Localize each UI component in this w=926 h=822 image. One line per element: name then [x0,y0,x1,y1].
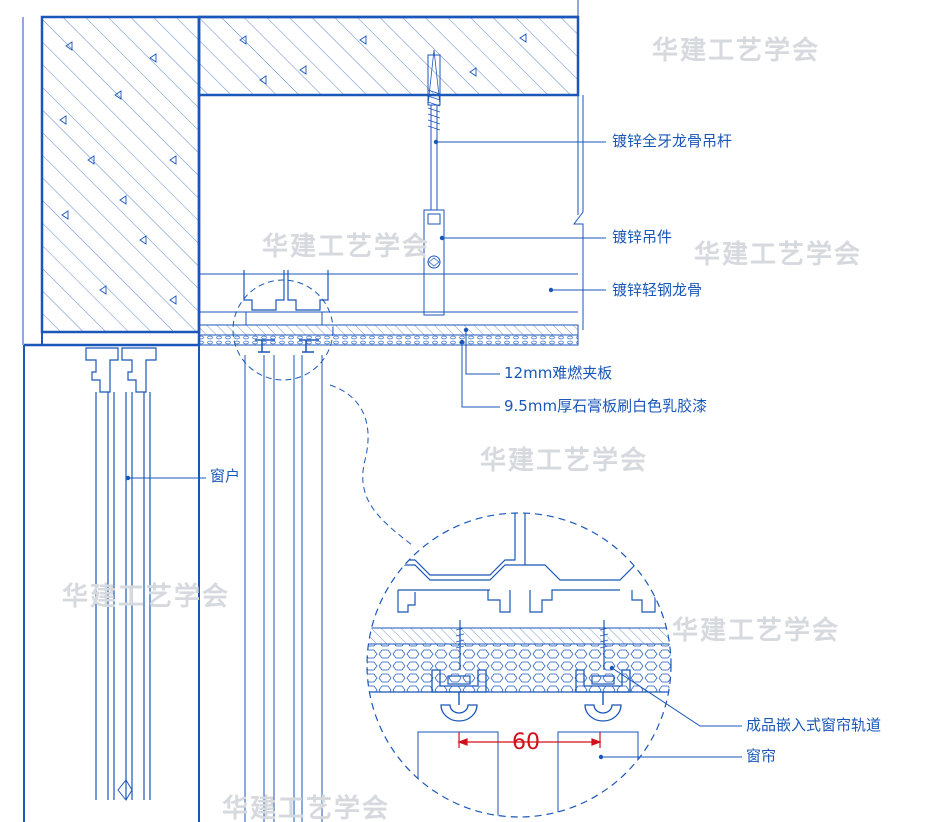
watermark: 华建工艺学会 [222,794,391,822]
leader-lines [125,139,742,760]
window-frame [23,345,200,822]
watermark: 华建工艺学会 [672,616,841,646]
label-gypsum-board: 9.5mm厚石膏板刷白色乳胶漆 [504,397,708,415]
concrete-slab [197,0,580,215]
light-keel [199,273,578,313]
label-curtain-track: 成品嵌入式窗帘轨道 [746,716,882,734]
watermark: 华建工艺学会 [480,446,649,476]
label-hanger-rod: 镀锌全牙龙骨吊杆 [612,132,733,150]
watermark: 华建工艺学会 [694,240,863,270]
label-light-keel: 镀锌轻钢龙骨 [612,281,703,299]
ceiling-boards [198,324,579,346]
hanger-rod [427,49,441,210]
detail-circle [366,512,672,818]
watermark: 华建工艺学会 [62,582,231,612]
curtain-panels [244,355,323,822]
label-window: 窗户 [210,467,241,485]
concrete-column [22,15,201,347]
watermark: 华建工艺学会 [262,232,431,262]
label-fire-board: 12mm难燃夹板 [504,364,613,382]
dimension-60 [457,732,602,748]
dimension-label: 60 [512,730,540,755]
label-curtain: 窗帘 [746,747,777,765]
label-hanger: 镀锌吊件 [612,228,673,246]
hanger-fitting [423,209,445,316]
curtain-track-profile [243,270,329,353]
watermark: 华建工艺学会 [652,36,821,66]
